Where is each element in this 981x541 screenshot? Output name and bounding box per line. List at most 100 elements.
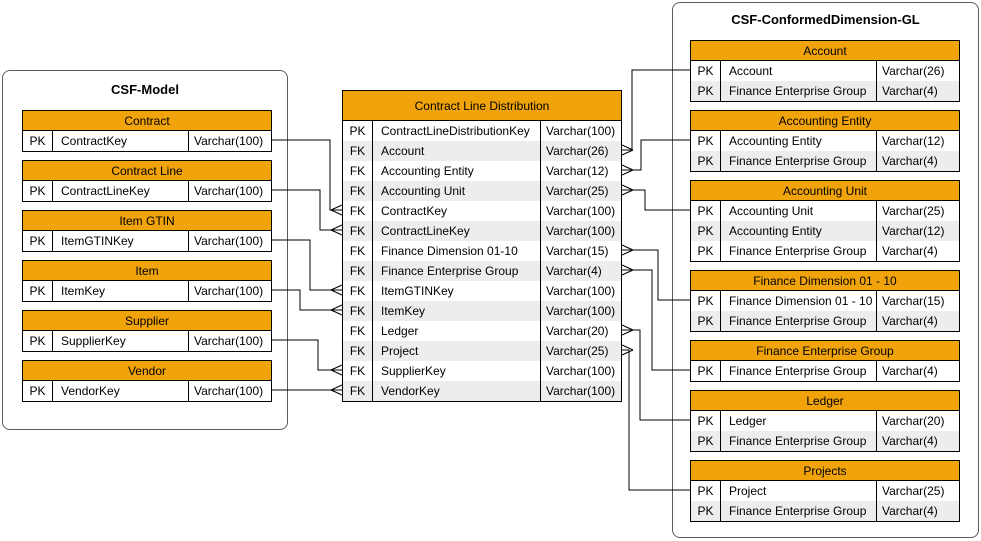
key-cell: PK [691, 151, 721, 171]
column-type-cell: Varchar(100) [546, 224, 616, 238]
column-name-cell: ItemGTINKey [53, 231, 189, 251]
column-type-cell: Varchar(100) [546, 364, 616, 378]
group-title: CSF-Model [111, 82, 179, 97]
key-cell: PK [691, 431, 721, 451]
crow-foot-marker [621, 344, 634, 356]
crow-foot-marker [621, 244, 634, 256]
column-type-cell: Varchar(4) [882, 434, 938, 448]
table-title: Projects [691, 461, 959, 481]
column-name-cell: Finance Enterprise Group [721, 151, 877, 171]
table-title: Account [691, 41, 959, 61]
column-name-cell: Project [373, 341, 541, 361]
table-title: Item [23, 261, 271, 281]
key-cell: FK [343, 341, 373, 361]
column-type-cell: Varchar(100) [194, 334, 264, 348]
crow-foot-marker [621, 144, 634, 156]
column-name-cell: Project [721, 481, 877, 501]
column-name-cell: SupplierKey [373, 361, 541, 381]
crow-foot-marker [621, 264, 634, 276]
column-name-cell: ItemKey [373, 301, 541, 321]
column-name-cell: ContractLineKey [373, 221, 541, 241]
table-title: Contract Line Distribution [343, 91, 621, 121]
column-type-cell: Varchar(15) [882, 294, 945, 308]
column-name-cell: VendorKey [53, 381, 189, 401]
column-type-cell: Varchar(100) [546, 124, 616, 138]
table-title: Supplier [23, 311, 271, 331]
column-type-cell: Varchar(100) [546, 284, 616, 298]
key-cell: FK [343, 241, 373, 261]
column-name-cell: Accounting Entity [721, 131, 877, 151]
column-name-cell: Finance Enterprise Group [721, 361, 877, 381]
key-cell: FK [343, 381, 373, 401]
column-type-cell: Varchar(12) [546, 164, 609, 178]
key-cell: PK [691, 131, 721, 151]
crow-foot-marker [330, 224, 343, 236]
column-type-cell: Varchar(4) [882, 244, 938, 258]
crow-foot-marker [330, 304, 343, 316]
column-type-cell: Varchar(26) [882, 64, 945, 78]
group-title: CSF-ConformedDimension-GL [731, 12, 920, 27]
key-cell: PK [691, 61, 721, 81]
column-type-cell: Varchar(4) [882, 154, 938, 168]
column-name-cell: Finance Enterprise Group [721, 81, 877, 101]
column-name-cell: ContractLineKey [53, 181, 189, 201]
crow-foot-marker [621, 324, 634, 336]
column-name-cell: Finance Enterprise Group [373, 261, 541, 281]
column-name-cell: Accounting Entity [721, 221, 877, 241]
key-cell: FK [343, 321, 373, 341]
key-cell: PK [23, 231, 53, 251]
column-type-cell: Varchar(26) [546, 144, 609, 158]
column-name-cell: Finance Enterprise Group [721, 501, 877, 521]
column-name-cell: Accounting Unit [721, 201, 877, 221]
column-name-cell: ContractLineDistributionKey [373, 121, 541, 141]
table-title: Vendor [23, 361, 271, 381]
key-cell: PK [23, 331, 53, 351]
key-cell: PK [691, 481, 721, 501]
column-type-cell: Varchar(20) [546, 324, 609, 338]
column-type-cell: Varchar(100) [546, 304, 616, 318]
crow-foot-marker [330, 364, 343, 376]
key-cell: PK [23, 281, 53, 301]
key-cell: PK [343, 121, 373, 141]
crow-foot-marker [621, 184, 634, 196]
column-type-cell: Varchar(4) [882, 364, 938, 378]
column-name-cell: Finance Enterprise Group [721, 431, 877, 451]
